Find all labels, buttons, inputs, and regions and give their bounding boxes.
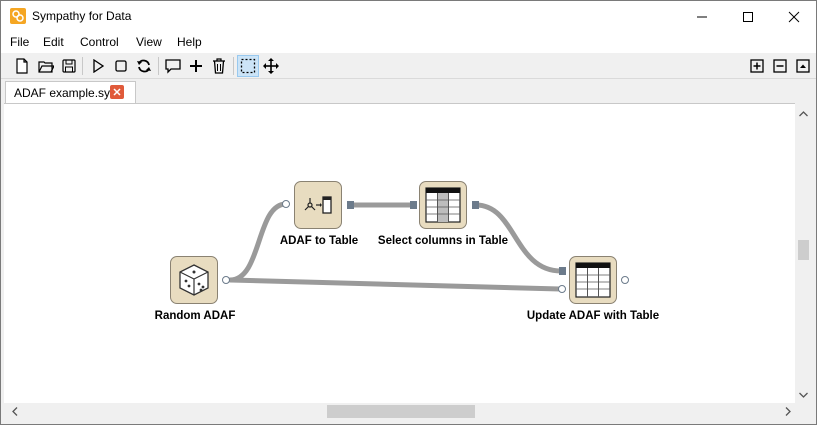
- vertical-scrollbar[interactable]: [795, 103, 812, 403]
- flow-canvas[interactable]: Random ADAF ADAF to Table: [4, 103, 795, 403]
- add-icon[interactable]: [185, 55, 207, 77]
- scroll-corner: [795, 403, 812, 420]
- node-adaf-to-table[interactable]: [294, 181, 342, 229]
- title-bar: Sympathy for Data: [1, 1, 816, 32]
- minimize-button[interactable]: [679, 1, 725, 32]
- menu-file[interactable]: File: [10, 35, 30, 49]
- tab-adaf-example[interactable]: ADAF example.syx: [5, 81, 136, 103]
- scroll-down-icon[interactable]: [795, 386, 812, 403]
- maximize-button[interactable]: [725, 1, 771, 32]
- table-icon: [575, 262, 611, 298]
- port-update-adaf-in: [558, 285, 566, 293]
- open-folder-icon[interactable]: [35, 55, 57, 77]
- horizontal-scroll-thumb[interactable]: [327, 405, 475, 418]
- connection-random-to-adaf2table: [227, 201, 289, 283]
- node-label-random-adaf: Random ADAF: [154, 310, 236, 322]
- node-select-columns[interactable]: [419, 181, 467, 229]
- port-adaf2table-out: [347, 201, 354, 209]
- tab-close-icon[interactable]: [110, 85, 124, 99]
- menu-view[interactable]: View: [136, 35, 162, 49]
- port-update-adaf-out: [621, 276, 629, 284]
- toolbar: [1, 53, 816, 79]
- node-label-update-adaf: Update ADAF with Table: [526, 310, 660, 322]
- port-select-out: [472, 201, 479, 209]
- port-update-table-in: [559, 267, 566, 275]
- collapse-icon[interactable]: [792, 55, 814, 77]
- scroll-left-icon[interactable]: [6, 403, 23, 420]
- connection-select-to-update: [473, 202, 564, 274]
- tab-label: ADAF example.syx: [14, 86, 117, 100]
- selection-tool-icon[interactable]: [237, 55, 259, 77]
- tab-bar: ADAF example.syx: [1, 79, 816, 103]
- port-random-out: [222, 276, 230, 284]
- app-logo-icon: [10, 8, 26, 24]
- port-select-in: [410, 201, 417, 209]
- menu-edit[interactable]: Edit: [43, 35, 64, 49]
- pan-tool-icon[interactable]: [260, 55, 282, 77]
- window-title: Sympathy for Data: [32, 9, 132, 23]
- table-select-icon: [425, 187, 461, 223]
- connections-layer: [222, 200, 629, 293]
- node-label-adaf-to-table: ADAF to Table: [279, 235, 359, 247]
- node-random-adaf[interactable]: [170, 256, 218, 304]
- adaf-convert-icon: [304, 196, 332, 214]
- toolbar-separator: [82, 57, 83, 75]
- scroll-up-icon[interactable]: [795, 105, 812, 122]
- vertical-scroll-thumb[interactable]: [798, 240, 809, 260]
- scroll-right-icon[interactable]: [779, 403, 796, 420]
- menu-help[interactable]: Help: [177, 35, 202, 49]
- zoom-in-icon[interactable]: [746, 55, 768, 77]
- reload-icon[interactable]: [133, 55, 155, 77]
- new-file-icon[interactable]: [11, 55, 33, 77]
- stop-icon[interactable]: [110, 55, 132, 77]
- toolbar-separator: [233, 57, 234, 75]
- node-update-adaf[interactable]: [569, 256, 617, 304]
- close-button[interactable]: [771, 1, 817, 32]
- save-icon[interactable]: [58, 55, 80, 77]
- comment-icon[interactable]: [162, 55, 184, 77]
- node-label-select-columns: Select columns in Table: [377, 235, 509, 247]
- run-icon[interactable]: [87, 55, 109, 77]
- toolbar-separator: [158, 57, 159, 75]
- menu-control[interactable]: Control: [80, 35, 119, 49]
- connection-random-to-update: [229, 277, 561, 292]
- horizontal-scrollbar[interactable]: [4, 403, 795, 420]
- menu-bar: File Edit Control View Help: [1, 32, 816, 53]
- port-adaf2table-in: [282, 200, 290, 208]
- dice-icon: [179, 264, 209, 296]
- delete-icon[interactable]: [208, 55, 230, 77]
- zoom-out-icon[interactable]: [769, 55, 791, 77]
